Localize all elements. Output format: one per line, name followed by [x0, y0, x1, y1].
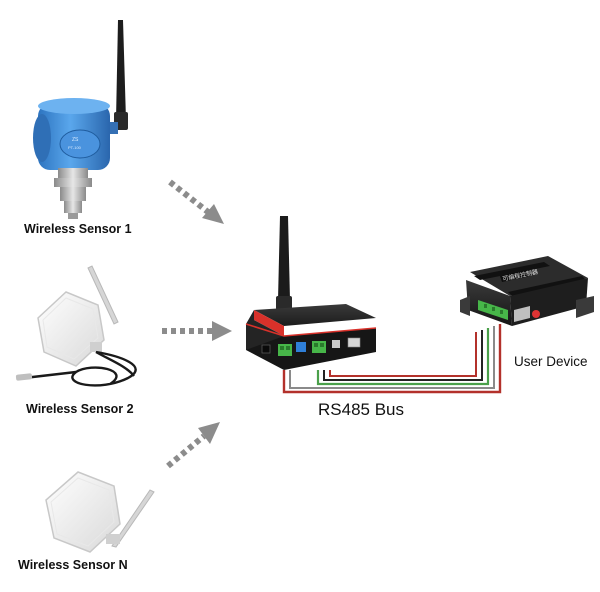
sensor-2-label: Wireless Sensor 2 — [26, 402, 134, 416]
rs485-gateway-icon — [245, 216, 377, 370]
sensor-n-label: Wireless Sensor N — [18, 558, 128, 572]
arrow-sensor-2-to-gateway — [162, 321, 232, 341]
rs485-bus-label: RS485 Bus — [318, 400, 404, 419]
arrow-sensor-n-to-gateway — [166, 422, 220, 469]
sensor-n-hexagon-icon — [45, 471, 155, 553]
rs485-bus-wires — [282, 324, 502, 394]
user-device-label: User Device — [514, 354, 588, 369]
sensor-2-hexagon-probe-icon — [15, 265, 137, 387]
sensor-1-label: Wireless Sensor 1 — [24, 222, 132, 236]
sensor-1-pressure-transmitter-icon: ZS PT-100 — [33, 20, 128, 219]
user-device-io-controller-icon: 可编程控制器 — [460, 256, 594, 326]
svg-text:ZS: ZS — [72, 137, 79, 143]
arrow-sensor-1-to-gateway — [168, 179, 224, 224]
svg-text:PT-100: PT-100 — [68, 145, 82, 150]
